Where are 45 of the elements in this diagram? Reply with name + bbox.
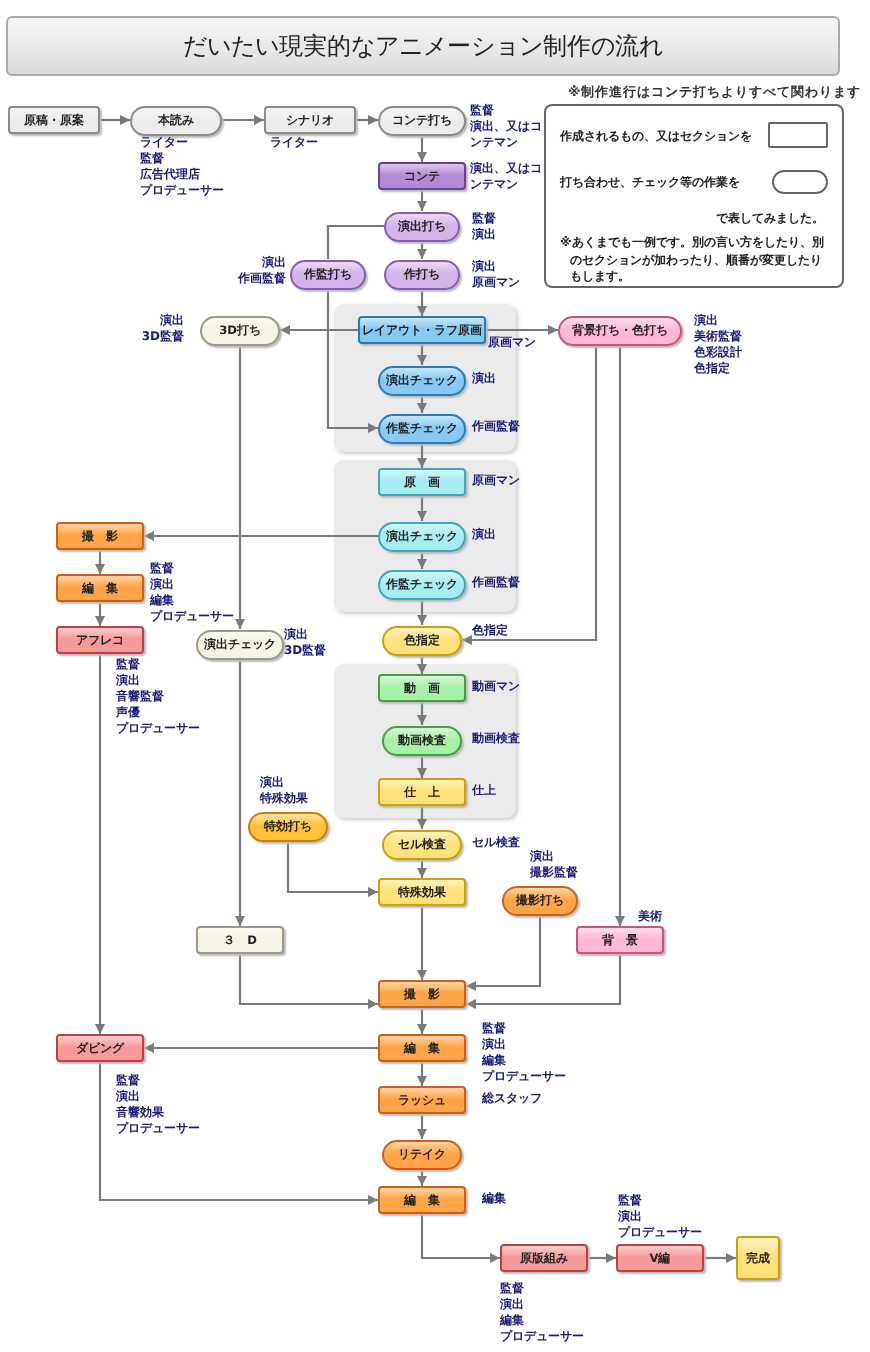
arrow [417,344,427,365]
arrow [417,395,427,413]
arrow [417,1062,427,1086]
arrow [417,289,427,316]
arrow [417,135,427,162]
connector-line [326,224,384,259]
arrow [417,551,427,569]
arrow [356,115,378,125]
arrow [420,1214,500,1263]
arrow [235,659,245,926]
arrow [417,241,427,259]
arrow [144,531,378,541]
arrow [417,859,427,878]
arrow [326,289,378,433]
arrow [466,954,622,1009]
arrow [417,655,427,674]
arrow [704,1253,736,1263]
arrow [417,906,427,980]
arrow [417,1114,427,1139]
arrow [417,702,427,725]
arrow [417,599,427,625]
arrow [417,755,427,778]
arrow [286,841,378,897]
arrow [280,325,358,335]
arrow [466,915,542,991]
arrow [100,115,130,125]
arrow [238,954,378,1009]
arrow [615,345,625,926]
arrow [417,190,427,211]
arrow [95,654,105,1034]
arrow [588,1253,616,1263]
arrow [417,443,427,468]
arrow [417,1008,427,1034]
arrow [235,345,245,629]
arrow [417,806,427,829]
arrow [98,1062,378,1205]
arrow [417,496,427,521]
title-banner: だいたい現実的なアニメーション制作の流れ [6,16,840,76]
arrow [222,115,264,125]
arrow [144,1043,378,1053]
arrow [417,1169,427,1186]
arrow [462,345,598,645]
arrow [95,550,105,574]
arrow [95,602,105,626]
arrow [486,325,558,335]
